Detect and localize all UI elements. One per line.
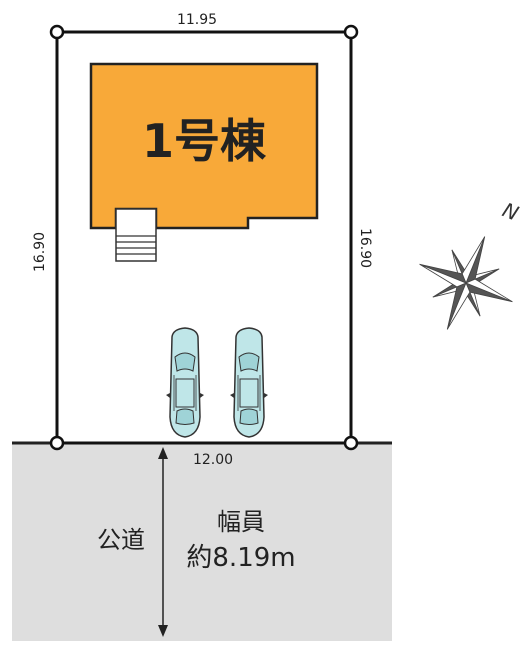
left-dimension-label: 16.90 [32,232,48,272]
right-dimension-label: 16.90 [357,228,373,268]
compass-rose [419,236,513,330]
lot-corner-marker [49,24,65,40]
parked-car [166,327,204,438]
road-label: 公道 [97,526,145,554]
road-width-arrow [158,447,168,637]
building-label: 1号棟 [142,114,267,168]
bottom-dimension-label: 12.00 [193,452,233,468]
lot-corner-marker [343,435,359,451]
lot-corner-marker [49,435,65,451]
road-width-value: 約8.19m [186,543,295,573]
lot-corner-marker [343,24,359,40]
entrance-steps [115,208,157,262]
compass-north-label: N [499,198,522,226]
road-width-title: 幅員 [217,508,265,536]
public-road-area [12,443,392,641]
top-dimension-label: 11.95 [177,12,217,28]
parked-car [230,327,268,438]
